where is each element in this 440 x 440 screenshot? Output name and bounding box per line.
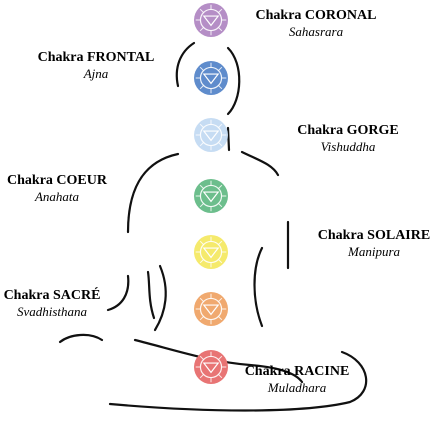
right-shoulder [240,150,280,177]
crown-chakra-icon [194,3,228,37]
legs-base [108,350,368,412]
chakra-name: Chakra RACINE [244,364,350,379]
left-arm-inner [146,270,156,320]
right-arm [253,246,264,328]
throat-chakra-icon [194,118,228,152]
label-frontal: Chakra FRONTAL Ajna [32,49,160,82]
label-gorge: Chakra GORGE Vishuddha [286,122,410,155]
left-hip [106,274,130,312]
chakra-name: Chakra SACRÉ [3,288,101,303]
label-racine: Chakra RACINE Muladhara [236,363,358,396]
chakra-name: Chakra GORGE [297,123,399,138]
lap-line [133,338,304,384]
chakra-sanskrit: Muladhara [267,380,327,395]
left-hand [58,333,104,344]
head-left-outline [175,41,196,88]
chakra-name: Chakra COEUR [7,173,107,188]
chakra-sanskrit: Manipura [348,244,400,259]
label-solaire: Chakra SOLAIRE Manipura [310,227,438,260]
third-eye-chakra-icon [194,61,228,95]
root-chakra-icon [194,350,228,384]
left-arm-outer [153,264,167,332]
head-right-outline [226,46,241,116]
label-coeur: Chakra COEUR Anahata [0,172,114,205]
label-sacre: Chakra SACRÉ Svadhisthana [0,287,104,320]
chakra-name: Chakra SOLAIRE [317,228,431,243]
chakra-sanskrit: Vishuddha [320,139,376,154]
solar-plexus-chakra-icon [194,235,228,269]
chakra-sanskrit: Anahata [34,189,80,204]
chakra-name: Chakra CORONAL [255,8,377,23]
left-shoulder-arm [126,152,180,234]
label-coronal: Chakra CORONAL Sahasrara [252,7,380,40]
chakra-name: Chakra FRONTAL [37,50,155,65]
heart-chakra-icon [194,179,228,213]
chakra-sanskrit: Ajna [83,66,109,81]
sacral-chakra-icon [194,292,228,326]
neck-line [226,126,231,152]
chakra-sanskrit: Svadhisthana [16,304,88,319]
chakra-sanskrit: Sahasrara [288,24,344,39]
